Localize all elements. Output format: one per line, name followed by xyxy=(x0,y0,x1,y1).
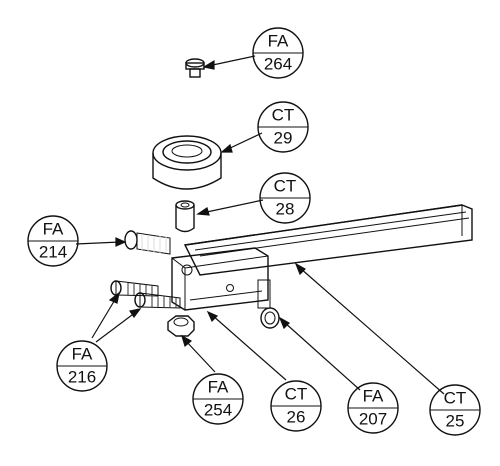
callout-ct-26: CT 26 xyxy=(270,380,322,432)
callout-bottom-number: 29 xyxy=(274,128,293,147)
callout-ct-25: CT 25 xyxy=(429,384,481,436)
rail-part-ct25 xyxy=(183,204,473,276)
callout-bottom-number: 25 xyxy=(446,411,465,430)
bushing-part-ct29 xyxy=(152,135,222,190)
bolt-washer-part-fa214 xyxy=(124,230,171,255)
callout-bottom-number: 28 xyxy=(276,199,295,218)
callout-fa-216: FA 216 xyxy=(56,340,108,392)
callout-top-label: FA xyxy=(72,344,93,363)
callout-top-label: CT xyxy=(274,176,297,195)
callout-ct-29: CT 29 xyxy=(257,101,309,153)
callout-fa-254: FA 254 xyxy=(192,373,244,425)
callout-top-label: FA xyxy=(208,377,229,396)
callout-fa-264: FA 264 xyxy=(252,27,304,79)
callout-fa-214: FA 214 xyxy=(27,215,79,267)
bracket-part-ct26 xyxy=(171,247,269,311)
callout-top-label: CT xyxy=(272,105,295,124)
nut-part-fa254 xyxy=(167,315,195,337)
callout-bottom-number: 207 xyxy=(359,409,387,428)
callout-fa-207: FA 207 xyxy=(347,382,399,434)
callout-top-label: FA xyxy=(363,386,384,405)
screws-part-fa216 xyxy=(110,280,181,309)
screw-part-fa264 xyxy=(185,58,205,78)
callout-ct-28: CT 28 xyxy=(259,172,311,224)
callout-bottom-number: 254 xyxy=(204,400,232,419)
callout-top-label: FA xyxy=(268,31,289,50)
leader-lines xyxy=(75,55,445,395)
callout-bottom-number: 26 xyxy=(287,407,306,426)
sleeve-part-ct28 xyxy=(175,200,195,233)
callout-top-label: CT xyxy=(444,388,467,407)
callout-top-label: CT xyxy=(285,384,308,403)
callout-top-label: FA xyxy=(43,219,64,238)
callout-bottom-number: 214 xyxy=(39,242,67,261)
callout-bottom-number: 264 xyxy=(264,54,292,73)
callout-bottom-number: 216 xyxy=(68,367,96,386)
knob-part-fa207 xyxy=(257,279,280,329)
